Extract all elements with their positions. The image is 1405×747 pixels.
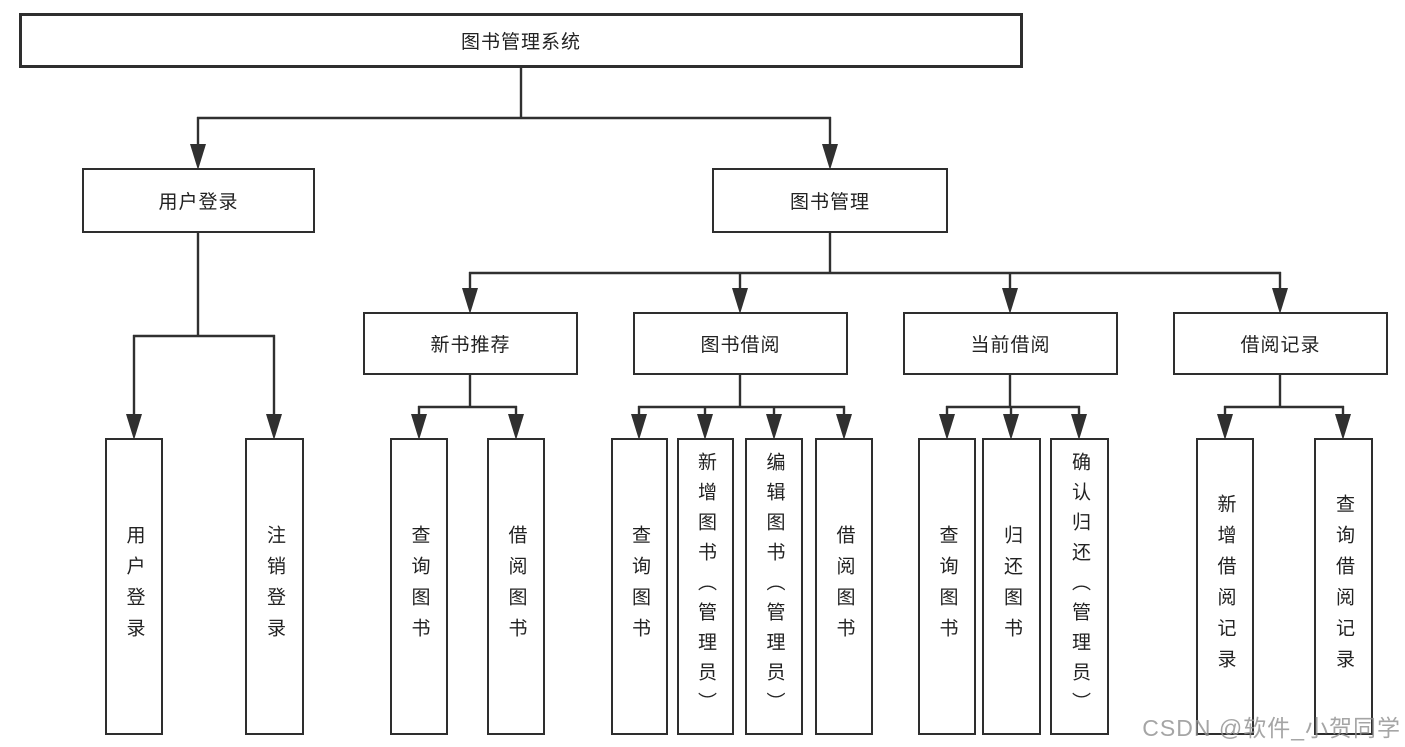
leaf-query-borrow-record-label: 查询借阅记录: [1333, 493, 1354, 680]
node-current-borrowing-label: 当前借阅: [970, 335, 1051, 356]
leaf-return-book: 归还图书: [982, 438, 1041, 735]
node-system-root: 图书管理系统: [19, 13, 1023, 68]
node-current-borrowing: 当前借阅: [903, 312, 1118, 375]
leaf-query-books-recommend: 查询图书: [390, 438, 448, 735]
node-book-management-label: 图书管理: [789, 192, 870, 213]
node-user-login: 用户登录: [82, 168, 315, 233]
leaf-query-books-borrowing-label: 查询图书: [629, 524, 650, 649]
leaf-logout-label: 注销登录: [264, 524, 285, 649]
leaf-borrow-books-recommend: 借阅图书: [487, 438, 545, 735]
node-new-book-recommend-label: 新书推荐: [430, 335, 511, 356]
node-system-root-label: 图书管理系统: [460, 32, 581, 53]
leaf-logout: 注销登录: [245, 438, 304, 735]
leaf-edit-book-admin-label: 编辑图书（管理员）: [763, 451, 785, 722]
node-borrowing-records: 借阅记录: [1173, 312, 1388, 375]
leaf-add-borrow-record: 新增借阅记录: [1196, 438, 1254, 735]
node-borrowing-records-label: 借阅记录: [1240, 335, 1321, 356]
leaf-user-login: 用户登录: [105, 438, 163, 735]
node-new-book-recommend: 新书推荐: [363, 312, 578, 375]
leaf-borrow-books-borrowing-label: 借阅图书: [833, 524, 855, 649]
node-book-borrowing: 图书借阅: [633, 312, 848, 375]
leaf-return-book-label: 归还图书: [1001, 524, 1022, 649]
node-book-management: 图书管理: [712, 168, 948, 233]
leaf-add-borrow-record-label: 新增借阅记录: [1214, 493, 1236, 680]
leaf-add-book-admin: 新增图书（管理员）: [677, 438, 734, 735]
leaf-borrow-books-borrowing: 借阅图书: [815, 438, 873, 735]
leaf-query-books-borrowing: 查询图书: [611, 438, 668, 735]
node-user-login-label: 用户登录: [158, 192, 239, 213]
leaf-borrow-books-recommend-label: 借阅图书: [505, 524, 527, 649]
leaf-query-books-current: 查询图书: [918, 438, 976, 735]
leaf-confirm-return-admin: 确认归还（管理员）: [1050, 438, 1109, 735]
leaf-user-login-label: 用户登录: [123, 524, 145, 649]
leaf-query-borrow-record: 查询借阅记录: [1314, 438, 1373, 735]
watermark: CSDN @软件_小贺同学: [1142, 715, 1401, 741]
node-book-borrowing-label: 图书借阅: [700, 335, 781, 356]
leaf-confirm-return-admin-label: 确认归还（管理员）: [1069, 451, 1090, 722]
leaf-query-books-recommend-label: 查询图书: [408, 524, 430, 649]
leaf-edit-book-admin: 编辑图书（管理员）: [745, 438, 803, 735]
leaf-add-book-admin-label: 新增图书（管理员）: [695, 451, 716, 722]
leaf-query-books-current-label: 查询图书: [936, 524, 958, 649]
